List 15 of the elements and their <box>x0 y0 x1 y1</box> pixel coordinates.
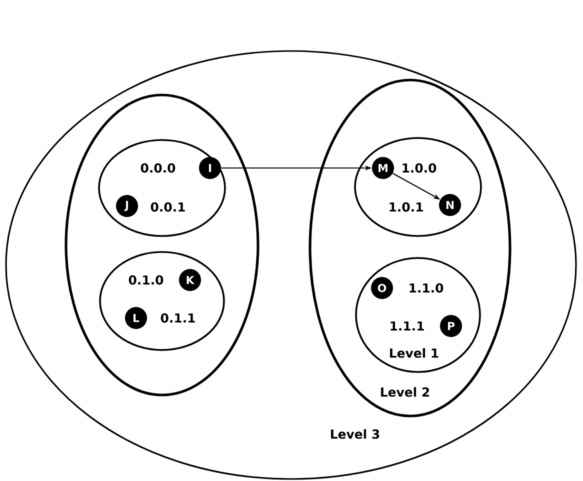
address-label: 1.1.0 <box>410 283 444 293</box>
address-label: 1.0.0 <box>402 163 436 173</box>
ellipse-outline <box>99 251 225 351</box>
address-label: 1.0.1 <box>390 202 423 212</box>
ellipse-outline <box>354 137 482 237</box>
address-label: 0.0.1 <box>150 202 185 212</box>
ellipse-outline <box>64 94 260 396</box>
level-label: Level 2 <box>381 387 430 397</box>
ellipse-outline <box>98 139 226 237</box>
address-label: 0.1.0 <box>128 275 164 285</box>
level-label: Level 3 <box>331 429 380 439</box>
level-label: Level 1 <box>390 348 438 358</box>
address-label: 1.1.1 <box>390 321 424 331</box>
address-label: 0.0.0 <box>140 163 176 173</box>
address-label: 0.1.1 <box>160 313 195 323</box>
